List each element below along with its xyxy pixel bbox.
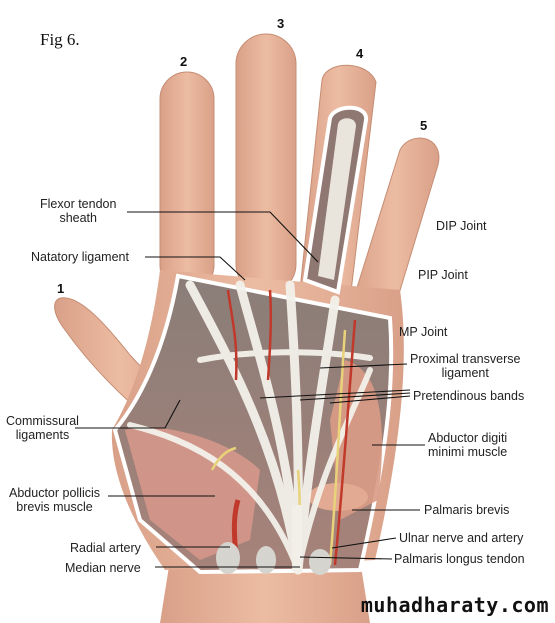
finger-number-2: 2 — [180, 54, 188, 69]
label-ulnar-nerve-artery: Ulnar nerve and artery — [399, 531, 524, 545]
label-commissural-ligaments: Commissural ligaments — [6, 414, 79, 442]
finger-number-1: 1 — [57, 281, 65, 296]
label-median-nerve: Median nerve — [65, 561, 141, 575]
label-mp-joint: MP Joint — [399, 325, 448, 339]
wrist-skin — [160, 560, 370, 623]
watermark: muhadharaty.com — [360, 593, 549, 617]
leader-flexor-sheath — [127, 211, 319, 263]
leader-ulnar — [331, 537, 397, 549]
leader-proximal-transverse — [319, 363, 408, 369]
figure-label: Fig 6. — [40, 30, 80, 49]
label-natatory-ligament: Natatory ligament — [31, 250, 129, 264]
finger-number-4: 4 — [356, 46, 364, 61]
leader-natatory — [145, 256, 246, 281]
label-dip-joint: DIP Joint — [436, 219, 487, 233]
leader-lines — [75, 211, 425, 568]
leader-pretendinous-3 — [329, 395, 411, 404]
label-proximal-transverse-ligament: Proximal transverse ligament — [410, 352, 521, 380]
label-pip-joint: PIP Joint — [418, 268, 468, 282]
leader-pretendinous-1 — [259, 389, 411, 399]
label-pretendinous-bands: Pretendinous bands — [413, 389, 525, 403]
label-abductor-pollicis-brevis: Abductor pollicis brevis muscle — [9, 486, 101, 514]
thenar-muscle — [125, 427, 260, 560]
finger-2 — [159, 71, 215, 293]
label-palmaris-longus-tendon: Palmaris longus tendon — [394, 552, 525, 566]
leader-palmaris-longus — [299, 556, 393, 560]
finger-3 — [235, 33, 297, 295]
tendon-sheath — [318, 118, 356, 280]
finger-number-5: 5 — [420, 118, 428, 133]
leader-commissural — [75, 399, 181, 429]
label-palmaris-brevis: Palmaris brevis — [424, 503, 510, 517]
leader-pretendinous-2 — [299, 392, 411, 401]
finger-5 — [349, 137, 440, 331]
finger-number-3: 3 — [277, 16, 285, 31]
label-abductor-digiti-minimi: Abductor digiti minimi muscle — [428, 431, 508, 459]
label-flexor-tendon-sheath: Flexor tendon sheath — [40, 197, 117, 225]
label-radial-artery: Radial artery — [70, 541, 141, 555]
